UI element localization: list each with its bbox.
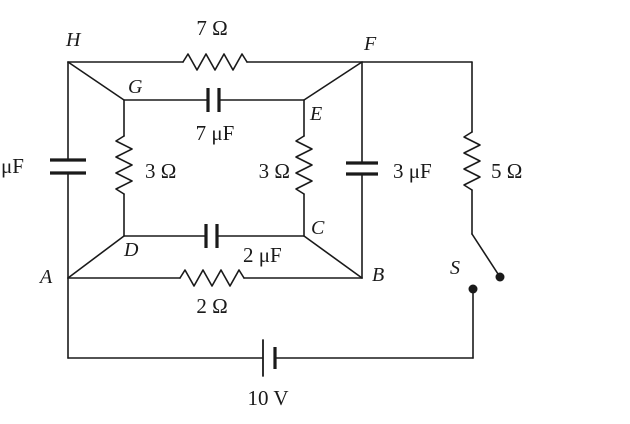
resistor-hf xyxy=(182,53,248,71)
label-r-ab: 2 Ω xyxy=(196,294,227,318)
node-label-h: H xyxy=(65,29,82,51)
wire-f-e xyxy=(303,61,363,101)
label-c-dc: 2 μF xyxy=(243,243,282,267)
resistor-right xyxy=(463,131,481,191)
wire-a-d xyxy=(67,235,125,279)
label-battery: 10 V xyxy=(247,386,288,410)
node-label-f: F xyxy=(363,33,377,55)
label-c-fb: 3 μF xyxy=(393,159,432,183)
switch-terminal-upper xyxy=(495,272,505,282)
label-r-hf: 7 Ω xyxy=(196,16,227,40)
node-label-d: D xyxy=(123,239,139,261)
resistor-ab xyxy=(179,269,245,287)
node-label-g: G xyxy=(128,76,143,98)
label-r-gd: 3 Ω xyxy=(145,159,176,183)
node-label-a: A xyxy=(38,266,53,288)
label-c-ha: μF xyxy=(1,154,24,178)
wire-b-c xyxy=(303,235,363,279)
label-c-ge: 7 μF xyxy=(196,121,235,145)
label-r-ec: 3 Ω xyxy=(259,159,290,183)
node-label-b: B xyxy=(372,264,384,286)
resistor-gd xyxy=(115,135,133,195)
label-r-right: 5 Ω xyxy=(491,159,522,183)
node-label-e: E xyxy=(309,103,322,125)
node-label-s: S xyxy=(450,257,460,279)
node-label-c: C xyxy=(311,217,325,239)
wire-h-g xyxy=(67,61,125,101)
switch-blade xyxy=(471,233,501,278)
resistor-ec xyxy=(295,135,313,195)
